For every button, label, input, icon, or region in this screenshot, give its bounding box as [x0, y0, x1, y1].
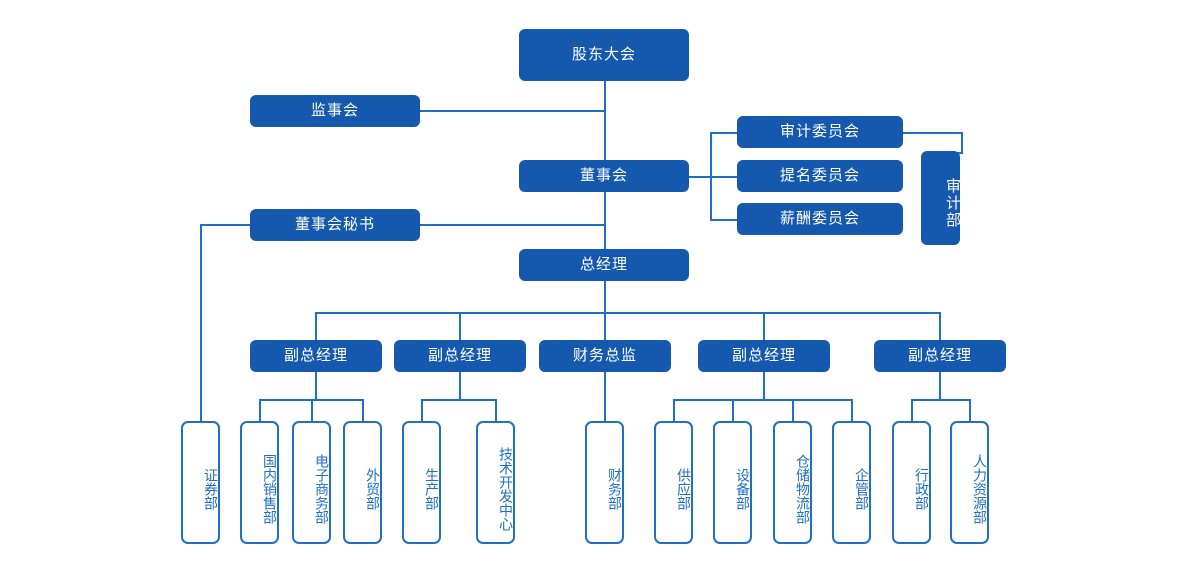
connector-board-to-gm: [604, 192, 606, 250]
connector-vp-2-to-rnd: [495, 399, 497, 421]
node-board-of-directors[interactable]: 董事会: [519, 160, 689, 192]
node-dept-production[interactable]: 生产部: [402, 421, 441, 544]
connector-vp-3-down: [763, 372, 765, 400]
node-audit-committee[interactable]: 审计委员会: [737, 116, 903, 148]
connector-cfo-to-finance: [604, 372, 606, 421]
node-dept-foreign-trade[interactable]: 外贸部: [343, 421, 382, 544]
connector-committee-nomination: [710, 176, 738, 178]
connector-vp-2-bus: [421, 399, 497, 401]
connector-board-to-committees: [688, 176, 712, 178]
node-dept-finance[interactable]: 财务部: [585, 421, 624, 544]
node-remuneration-committee[interactable]: 薪酬委员会: [737, 203, 903, 235]
node-dept-ecommerce[interactable]: 电子商务部: [292, 421, 331, 544]
node-general-manager[interactable]: 总经理: [519, 249, 689, 281]
connector-vp-1-down: [315, 372, 317, 400]
node-dept-domestic-sales[interactable]: 国内销售部: [240, 421, 279, 544]
connector-bus-to-vp-2: [459, 312, 461, 340]
connector-bus-to-vp-1: [315, 312, 317, 340]
connector-audit-dept-drop: [961, 132, 963, 154]
connector-vp-4-to-hr: [969, 399, 971, 421]
connector-vp-4-to-administration: [911, 399, 913, 421]
node-board-secretary[interactable]: 董事会秘书: [250, 209, 420, 241]
connector-vp-4-bus: [911, 399, 971, 401]
node-dept-rnd-center[interactable]: 技术开发中心: [476, 421, 515, 544]
connector-vp-3-to-warehouse: [792, 399, 794, 421]
connector-trunk-to-secretary: [420, 224, 606, 226]
node-board-of-supervisors[interactable]: 监事会: [250, 95, 420, 127]
connector-gm-down: [604, 281, 606, 313]
node-vp-1[interactable]: 副总经理: [250, 340, 382, 372]
connector-vp-3-to-equipment: [732, 399, 734, 421]
connector-committee-remuneration: [710, 219, 738, 221]
connector-vp-1-to-foreign-trade: [362, 399, 364, 421]
node-vp-3[interactable]: 副总经理: [698, 340, 830, 372]
node-nomination-committee[interactable]: 提名委员会: [737, 160, 903, 192]
node-dept-administration[interactable]: 行政部: [892, 421, 931, 544]
connector-bus-to-vp-3: [763, 312, 765, 340]
node-shareholders-meeting[interactable]: 股东大会: [519, 29, 689, 81]
node-audit-department[interactable]: 审计部: [921, 151, 961, 245]
connector-committee-audit: [710, 132, 738, 134]
connector-vp-4-down: [939, 372, 941, 400]
node-dept-human-resources[interactable]: 人力资源部: [950, 421, 989, 544]
node-dept-equipment[interactable]: 设备部: [713, 421, 752, 544]
connector-shareholders-to-board: [604, 80, 606, 160]
connector-secretary-to-securities: [200, 224, 202, 421]
node-dept-supply[interactable]: 供应部: [654, 421, 693, 544]
connector-trunk-to-supervisors: [420, 110, 606, 112]
connector-vp-3-to-enterprise-mgmt: [851, 399, 853, 421]
node-cfo[interactable]: 财务总监: [539, 340, 671, 372]
node-vp-4[interactable]: 副总经理: [874, 340, 1006, 372]
connector-vp-2-to-production: [421, 399, 423, 421]
node-vp-2[interactable]: 副总经理: [394, 340, 526, 372]
connector-bus-to-cfo: [604, 312, 606, 340]
connector-vp-3-bus: [673, 399, 853, 401]
connector-vp-1-to-ecommerce: [311, 399, 313, 421]
connector-secretary-left: [200, 224, 252, 226]
connector-bus-to-vp-4: [939, 312, 941, 340]
node-dept-securities[interactable]: 证券部: [181, 421, 220, 544]
connector-executive-bus: [315, 312, 941, 314]
node-dept-enterprise-mgmt[interactable]: 企管部: [832, 421, 871, 544]
connector-vp-3-to-supply: [673, 399, 675, 421]
connector-vp-1-to-domestic-sales: [259, 399, 261, 421]
connector-vp-2-down: [459, 372, 461, 400]
node-dept-warehouse-logistics[interactable]: 仓储物流部: [773, 421, 812, 544]
connector-audit-committee-to-audit-dept: [903, 132, 963, 134]
